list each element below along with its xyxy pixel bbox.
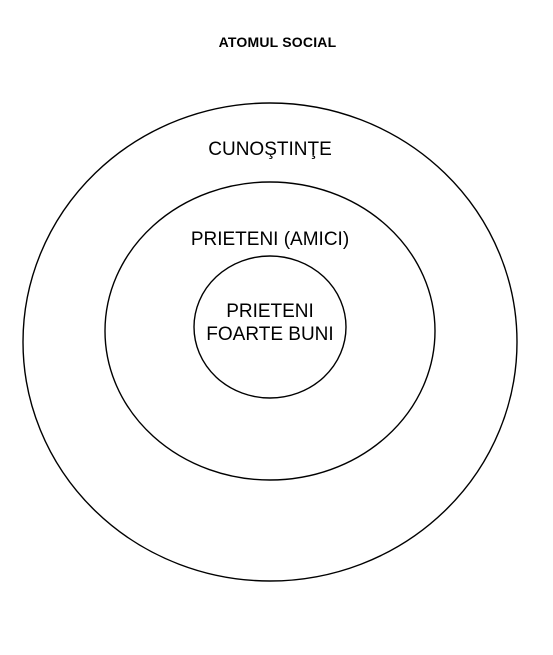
middle-circle xyxy=(104,181,436,481)
outer-ring-label: CUNOŞTINŢE xyxy=(208,139,332,160)
outer-circle xyxy=(22,102,518,582)
inner-ring-label: PRIETENI FOARTE BUNI xyxy=(165,300,375,346)
inner-ring-label-line-2: FOARTE BUNI xyxy=(206,324,334,345)
inner-ring-label-line-1: PRIETENI xyxy=(226,301,314,322)
diagram-title: ATOMUL SOCIAL xyxy=(218,34,337,50)
inner-circle xyxy=(193,255,347,399)
middle-ring-label: PRIETENI (AMICI) xyxy=(190,229,350,250)
